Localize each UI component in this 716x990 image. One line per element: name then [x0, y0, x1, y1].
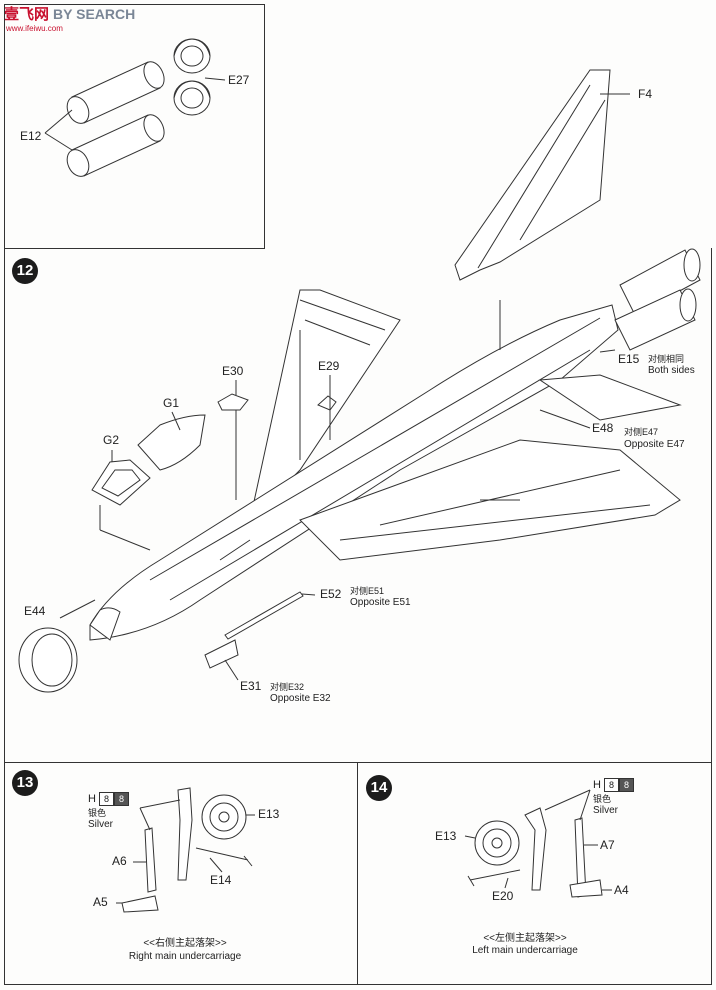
- label-a4: A4: [614, 883, 629, 897]
- step-12-badge: 12: [12, 258, 38, 284]
- label-a6: A6: [112, 854, 127, 868]
- caption-cn-14: <<左侧主起落架>>: [483, 933, 567, 944]
- label-e31: E31: [240, 679, 262, 693]
- paint-chip: 8: [603, 778, 619, 792]
- e12-tube-upper: [66, 61, 165, 124]
- label-e27: E27: [228, 73, 250, 87]
- label-e14: E14: [210, 873, 232, 887]
- label-e29: E29: [318, 359, 340, 373]
- paint-cn-14: 银色: [593, 794, 612, 804]
- note-e15-en: Both sides: [648, 365, 695, 376]
- e12-tube-lower: [66, 114, 165, 177]
- note-e31-cn: 对侧E32: [270, 682, 305, 692]
- label-e30: E30: [222, 364, 244, 378]
- inset-frame: [4, 4, 265, 249]
- paint-cn-13: 银色: [88, 808, 107, 818]
- e27-nozzles: [173, 38, 226, 116]
- label-e12: E12: [20, 129, 42, 143]
- paint-callout-13: H 8 8: [88, 792, 129, 806]
- paint-en-14: Silver: [593, 805, 619, 816]
- note-e48-en: Opposite E47: [624, 439, 685, 450]
- watermark-url: www.ifeiwu.com: [6, 24, 63, 33]
- step14-gear: [464, 789, 612, 898]
- label-e15: E15: [618, 352, 640, 366]
- note-e15-cn: 对侧相同: [648, 354, 685, 364]
- label-e52: E52: [320, 587, 342, 601]
- label-f4: F4: [638, 87, 653, 101]
- step14-frame: [357, 762, 712, 985]
- paint-chip-filled: 8: [618, 778, 634, 792]
- label-g2: G2: [103, 433, 120, 447]
- label-e13-left: E13: [435, 829, 457, 843]
- paint-en-13: Silver: [88, 819, 114, 830]
- label-e13-right: E13: [258, 807, 280, 821]
- step13-gear: [116, 787, 255, 913]
- note-e52-cn: 对侧E51: [350, 586, 385, 596]
- caption-en-13: Right main undercarriage: [128, 951, 242, 962]
- label-e20: E20: [492, 889, 514, 903]
- note-e52-en: Opposite E51: [350, 597, 411, 608]
- label-a5: A5: [93, 895, 108, 909]
- paint-callout-14: H 8 8: [593, 778, 634, 792]
- label-e44: E44: [24, 604, 46, 618]
- paint-chip: 8: [98, 792, 114, 806]
- step-13-badge: 13: [12, 770, 38, 796]
- label-a7: A7: [600, 838, 615, 852]
- e15-exhausts: [614, 248, 701, 351]
- site-watermark: 壹飞网 BY SEARCH www.ifeiwu.com: [4, 3, 136, 34]
- paint-chip-filled: 8: [113, 792, 129, 806]
- paint-code: H: [88, 793, 96, 805]
- label-e48: E48: [592, 421, 614, 435]
- watermark-title: BY SEARCH: [53, 5, 136, 22]
- caption-en-14: Left main undercarriage: [472, 945, 578, 956]
- watermark-logo: 壹飞网: [4, 6, 50, 23]
- note-e31-en: Opposite E32: [270, 693, 331, 704]
- paint-code: H: [593, 779, 601, 791]
- label-g1: G1: [163, 396, 180, 410]
- step-14-badge: 14: [366, 775, 392, 801]
- note-e48-cn: 对侧E47: [624, 427, 659, 437]
- caption-cn-13: <<右侧主起落架>>: [143, 938, 227, 949]
